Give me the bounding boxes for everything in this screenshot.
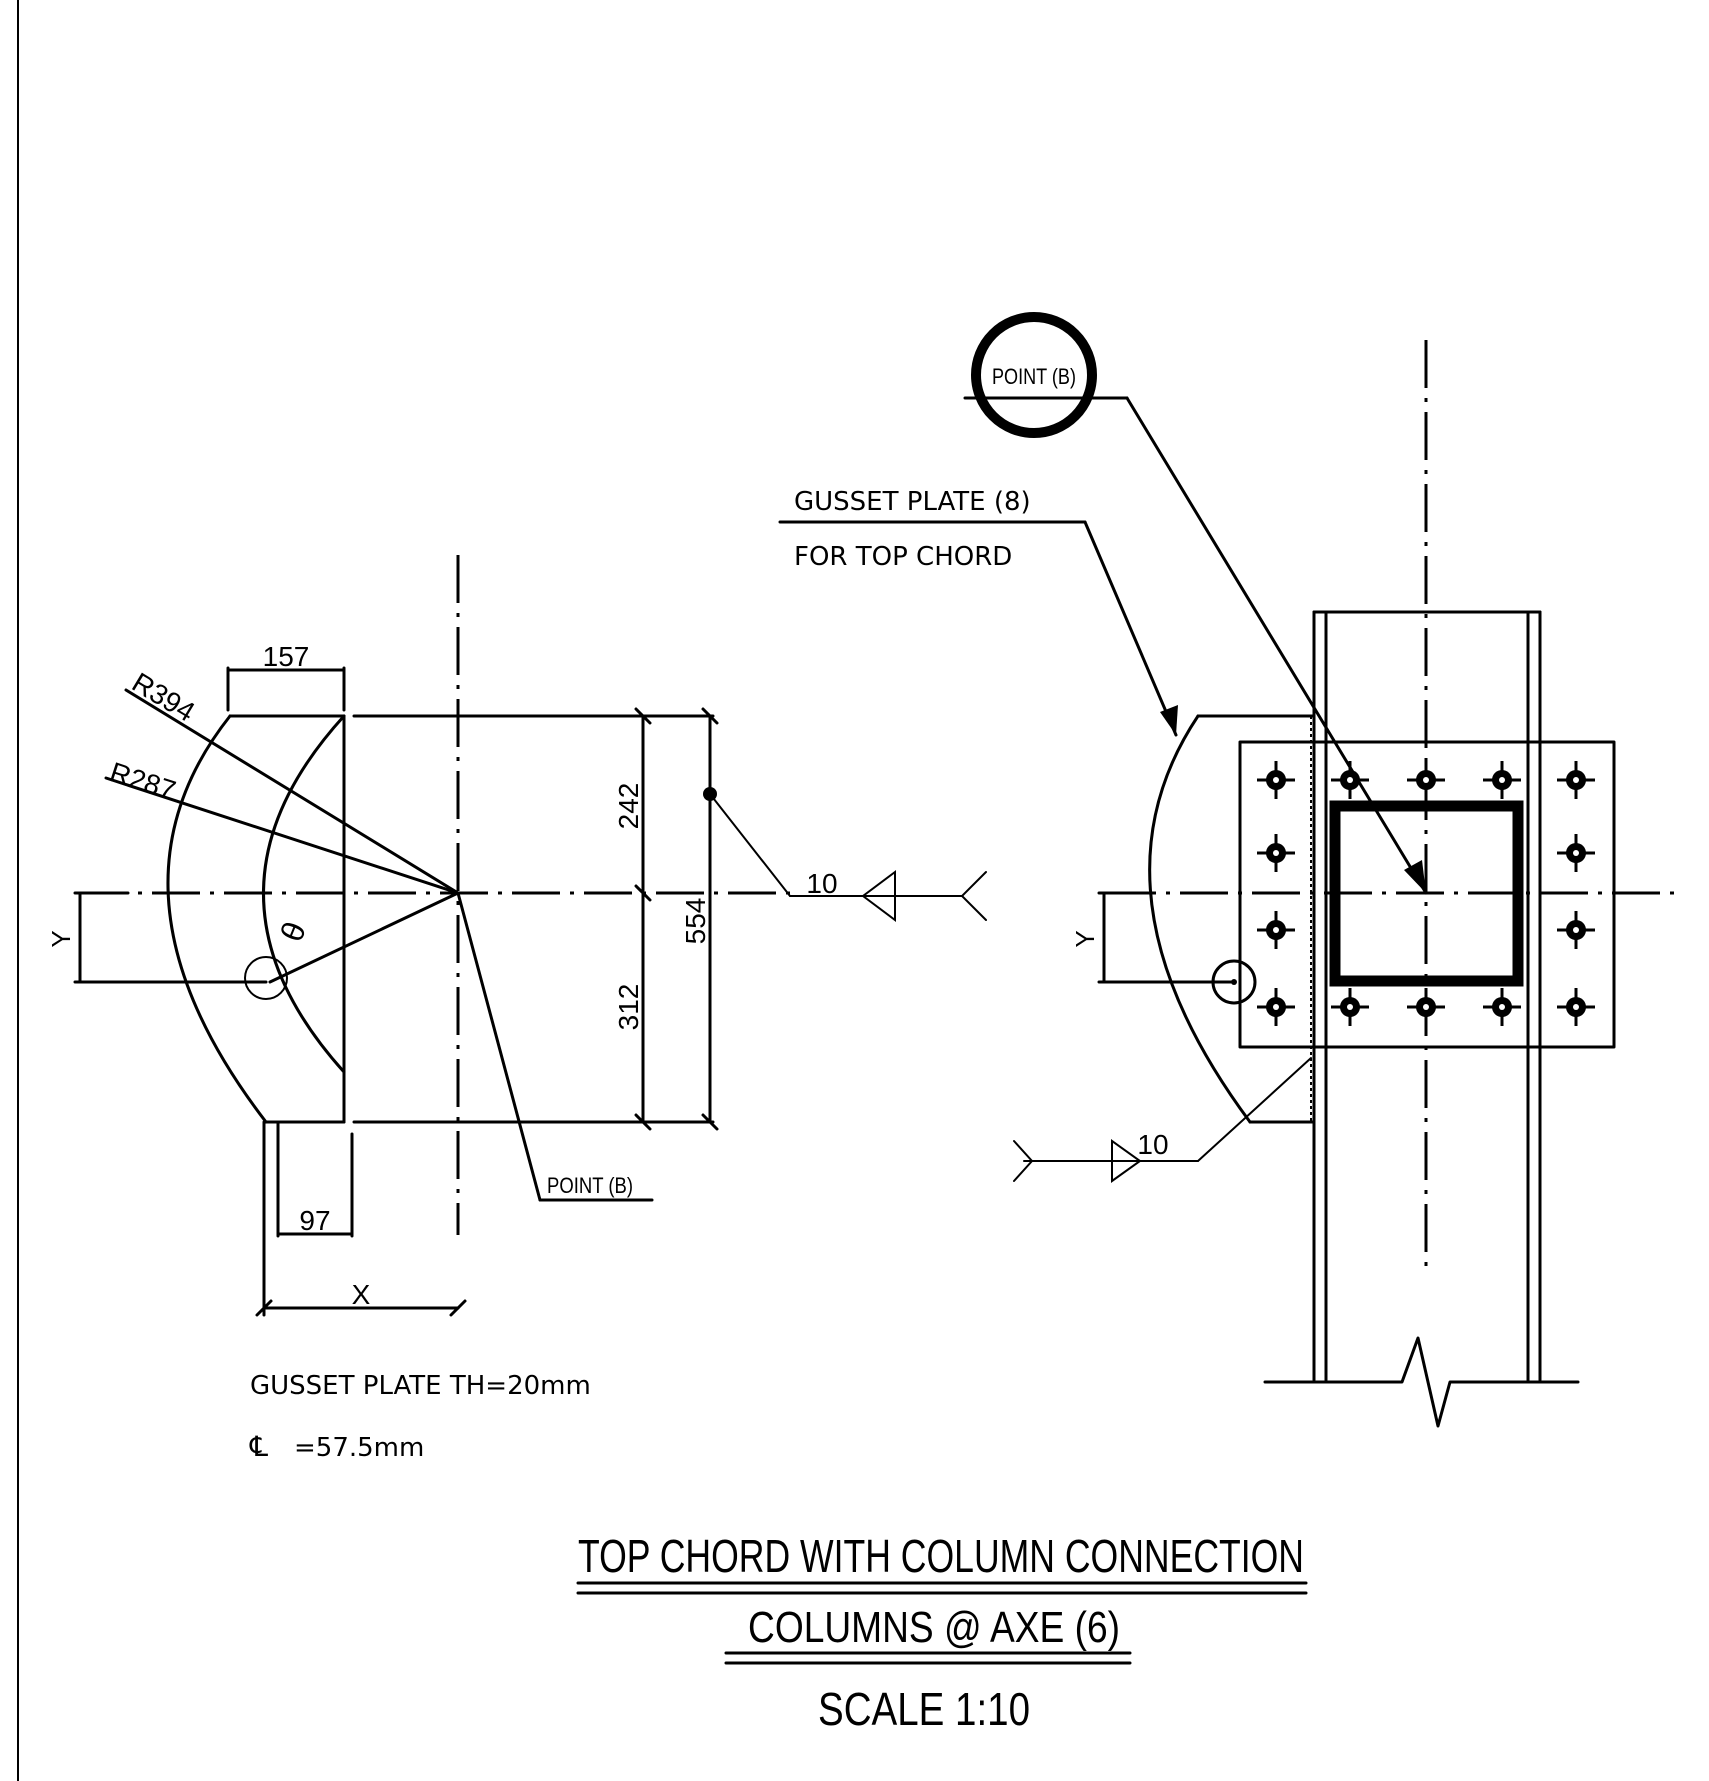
dim-tick: [701, 707, 719, 725]
dim-tick: [255, 1299, 273, 1317]
bolt-icon: [1407, 988, 1445, 1026]
dim-97-label: 97: [299, 1205, 330, 1236]
drawing-title: TOP CHORD WITH COLUMN CONNECTION: [578, 1530, 1304, 1582]
weld-tail-left: [960, 871, 987, 921]
note-plate-thickness: GUSSET PLATE TH=20mm: [250, 1371, 591, 1401]
bolt-icon: [1331, 988, 1369, 1026]
bolt-icon: [1257, 834, 1295, 872]
weld-leader-right: [1197, 1057, 1312, 1162]
bolt-icon: [1483, 988, 1521, 1026]
dim-312-label: 312: [613, 984, 644, 1031]
dim-554-label: 554: [680, 898, 711, 945]
theta-label: θ: [273, 917, 313, 947]
gusset-leader-line: [1083, 520, 1178, 737]
point-b-label-left: POINT (B): [547, 1173, 633, 1198]
radius-line-r287: [104, 776, 460, 895]
bolt-icon: [1257, 988, 1295, 1026]
gusset-label-line2: FOR TOP CHORD: [794, 542, 1012, 572]
dim-tick: [634, 1113, 652, 1131]
column-connection-view: [778, 312, 1679, 1428]
dim-157-label: 157: [263, 641, 310, 672]
dim-tick: [449, 1299, 467, 1317]
theta-line: [268, 891, 460, 984]
gusset-arc-right: [1148, 714, 1252, 1124]
leader-point-b-left: [456, 891, 542, 1202]
drawing-scale: SCALE 1:10: [818, 1683, 1030, 1735]
connection-plate: [1238, 740, 1616, 1049]
dim-tick: [634, 884, 652, 902]
dim-r287-label: R287: [106, 756, 179, 806]
dim-r394-label: R394: [127, 667, 200, 728]
note-cl-value: =57.5mm: [294, 1433, 424, 1463]
bubble-leader-line: [1125, 396, 1428, 895]
dim-tick: [634, 707, 652, 725]
bolt-group: [1257, 761, 1595, 1026]
note-cl-symbol: ℄: [249, 1430, 268, 1463]
weld-size-left: 10: [806, 868, 837, 899]
dim-y-right-label: Y: [1070, 930, 1100, 947]
radius-line-r394: [124, 688, 460, 895]
dim-242-label: 242: [613, 783, 644, 830]
bolt-icon: [1257, 761, 1295, 799]
drawing-subtitle: COLUMNS @ AXE (6): [748, 1603, 1120, 1652]
weld-leader-left: [709, 793, 791, 897]
dim-x-label: X: [352, 1279, 371, 1310]
weld-tail-right: [1013, 1140, 1034, 1182]
gusset-plate-view: [73, 555, 987, 1317]
bolt-icon: [1407, 761, 1445, 799]
bolt-icon: [1557, 834, 1595, 872]
bolt-icon: [1557, 911, 1595, 949]
inner-arc-r287: [262, 714, 346, 1074]
bolt-icon: [1483, 761, 1521, 799]
square-hollow-section: [1329, 800, 1524, 987]
weld-size-right: 10: [1137, 1129, 1168, 1160]
corner-point-circle: [244, 956, 288, 1000]
bubble-leader-arrow: [1404, 860, 1426, 893]
point-b-bubble-label: POINT (B): [992, 364, 1076, 389]
bolt-icon: [1557, 761, 1595, 799]
dim-y-left-label: Y: [46, 930, 76, 947]
outer-arc-r394: [166, 714, 268, 1124]
bolt-icon: [1257, 911, 1295, 949]
bolt-icon: [1557, 988, 1595, 1026]
gusset-leader-arrow: [1160, 705, 1178, 735]
fillet-weld-symbol-left: [861, 870, 896, 922]
point-b-bubble: [971, 312, 1097, 438]
fillet-weld-symbol-right: [1111, 1139, 1142, 1183]
dim-tick: [701, 1113, 719, 1131]
gusset-label-line1: GUSSET PLATE (8): [794, 487, 1031, 517]
break-line: [1263, 1336, 1580, 1428]
